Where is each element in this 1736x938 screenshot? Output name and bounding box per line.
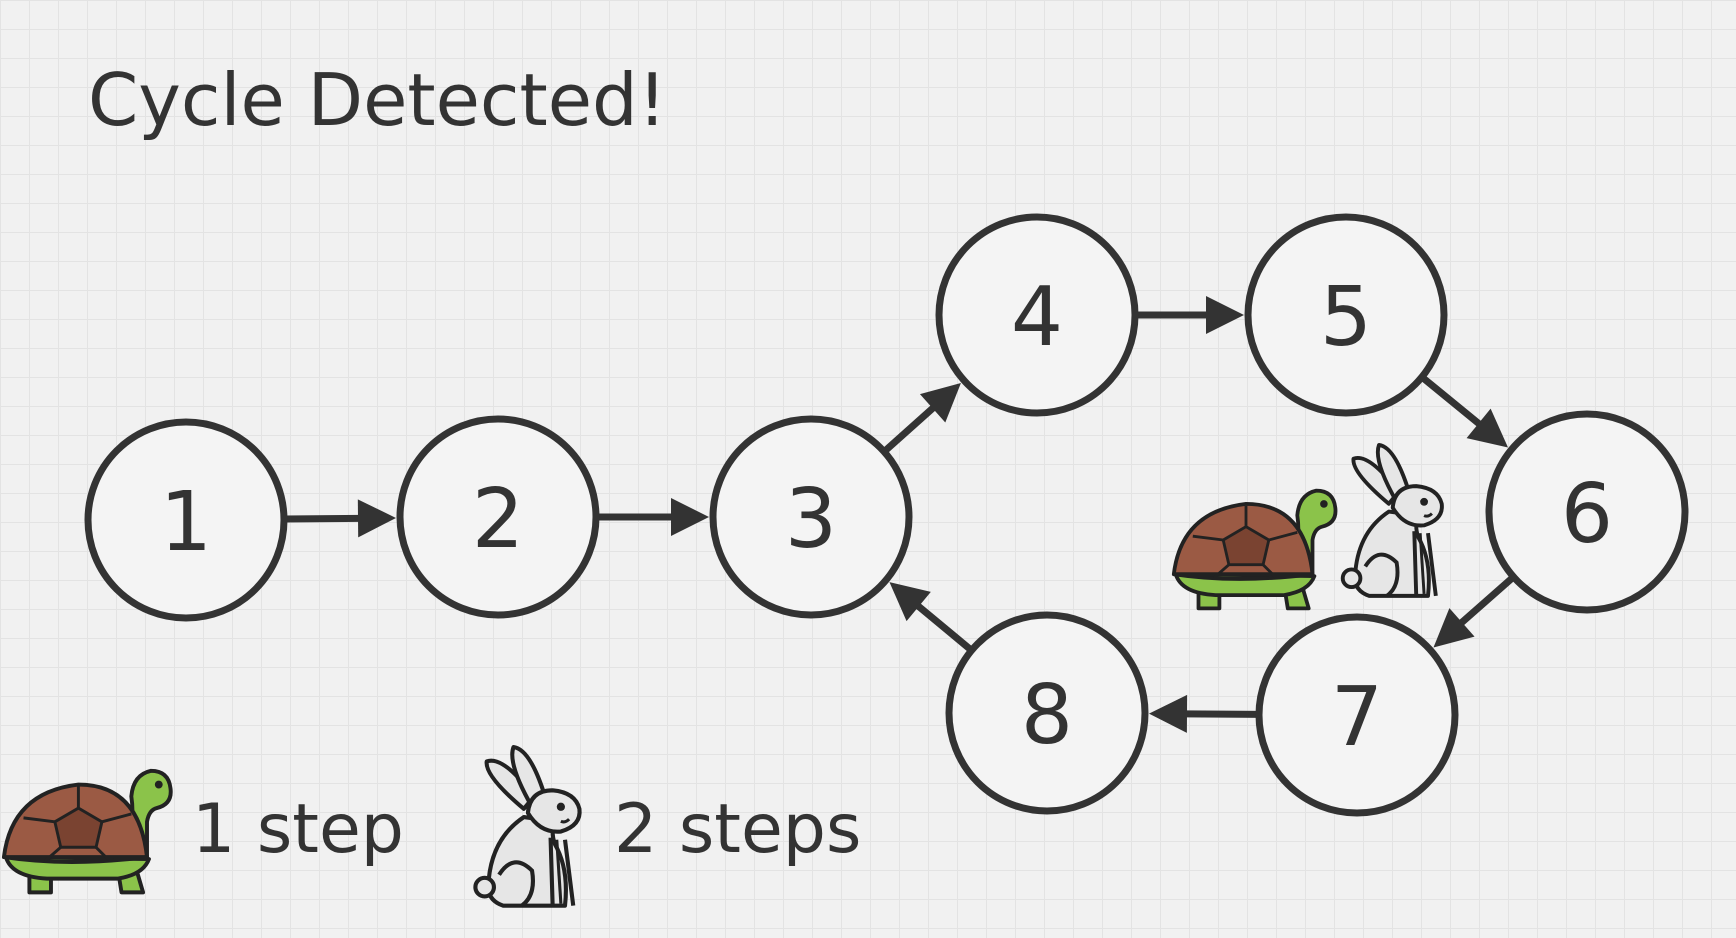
node-circle: [945, 611, 1149, 815]
node-label: 3: [785, 472, 837, 567]
node-label: 7: [1331, 670, 1383, 765]
tortoise-icon: [1171, 488, 1338, 611]
node-7: 7: [1255, 613, 1459, 817]
node-6: 6: [1485, 410, 1689, 614]
node-circle: [935, 213, 1139, 417]
node-5: 5: [1244, 213, 1448, 417]
edge-6-to-7: [1433, 574, 1516, 648]
node-circle: [84, 418, 288, 622]
tortoise-icon: [1, 768, 173, 895]
node-4: 4: [935, 213, 1139, 417]
node-label: 5: [1320, 270, 1372, 365]
node-1: 1: [84, 418, 288, 622]
node-label: 1: [160, 475, 212, 570]
arrowhead: [919, 382, 961, 423]
node-circle: [1485, 410, 1689, 614]
node-circle: [396, 415, 600, 619]
arrowhead: [357, 499, 397, 538]
edge-7-to-8: [1148, 694, 1260, 733]
arrowhead: [1206, 296, 1244, 334]
arrowhead: [1148, 694, 1188, 733]
edge-5-to-6: [1419, 374, 1509, 448]
legend-tortoise-label: 1 step: [192, 790, 404, 869]
arrowhead: [671, 498, 709, 536]
node-2: 2: [396, 415, 600, 619]
arrowhead: [1433, 608, 1475, 648]
rabbit-icon: [1340, 442, 1444, 598]
edge-line: [1419, 374, 1483, 428]
edge-line: [1458, 574, 1516, 627]
arrowhead: [1466, 408, 1509, 448]
node-circle: [1244, 213, 1448, 417]
node-label: 4: [1011, 270, 1063, 365]
edge-line: [283, 514, 361, 523]
node-circle: [709, 415, 913, 619]
edge-line: [914, 602, 974, 654]
legend-hare-label: 2 steps: [614, 790, 861, 869]
edge-1-to-2: [283, 499, 397, 538]
node-label: 6: [1561, 467, 1613, 562]
arrowhead: [889, 582, 931, 622]
legend: 1 step 2 steps: [1, 747, 861, 906]
edge-2-to-3: [596, 498, 709, 536]
node-8: 8: [945, 611, 1149, 815]
edge-8-to-3: [889, 582, 974, 654]
edge-4-to-5: [1135, 296, 1244, 334]
edge-3-to-4: [881, 382, 961, 455]
node-circle: [1255, 613, 1459, 817]
rabbit-icon: [475, 747, 579, 906]
edge-line: [881, 404, 937, 455]
nodes-layer: 1 2 3 4 5 6 7 8: [84, 213, 1689, 817]
node-label: 2: [472, 472, 524, 567]
node-3: 3: [709, 415, 913, 619]
diagram-title: Cycle Detected!: [88, 58, 667, 142]
node-label: 8: [1021, 668, 1073, 763]
edges-layer: [283, 296, 1516, 733]
